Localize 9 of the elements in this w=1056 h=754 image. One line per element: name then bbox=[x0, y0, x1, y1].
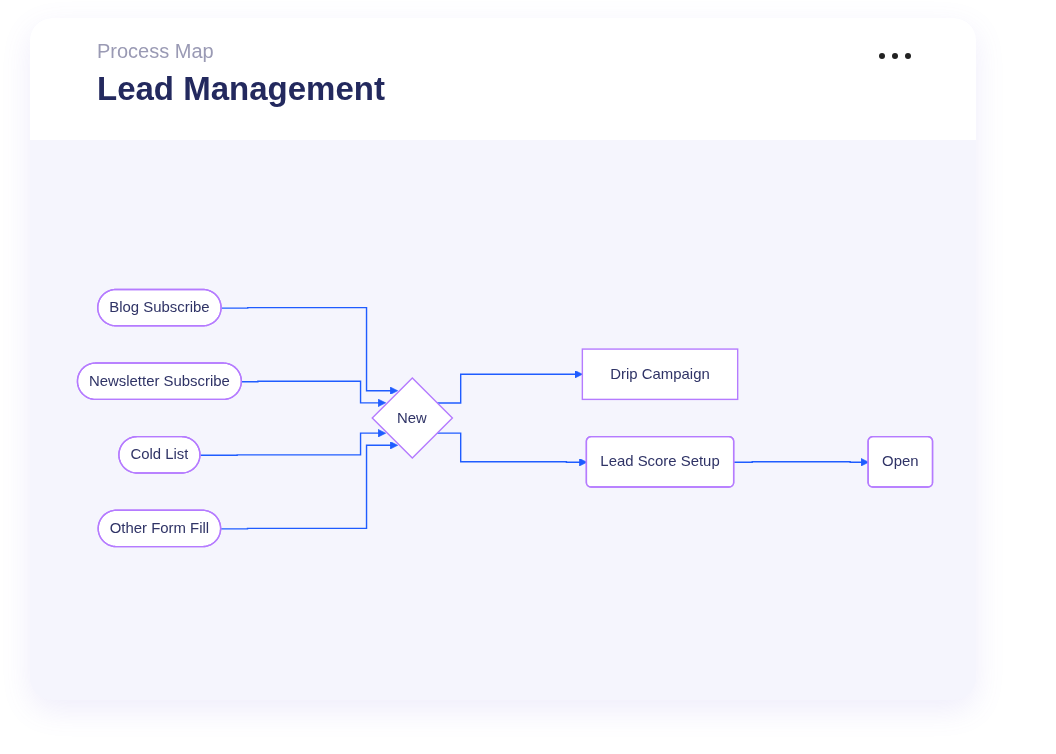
node-diamond: New bbox=[371, 376, 454, 460]
arrow bbox=[436, 370, 583, 404]
arrow bbox=[199, 429, 387, 456]
arrow bbox=[733, 458, 869, 467]
arrow bbox=[241, 380, 387, 407]
node-box: Drip Campaign bbox=[581, 348, 739, 401]
subtitle: Process Map bbox=[97, 40, 214, 63]
title: Lead Management bbox=[97, 70, 385, 108]
arrow bbox=[220, 441, 398, 530]
